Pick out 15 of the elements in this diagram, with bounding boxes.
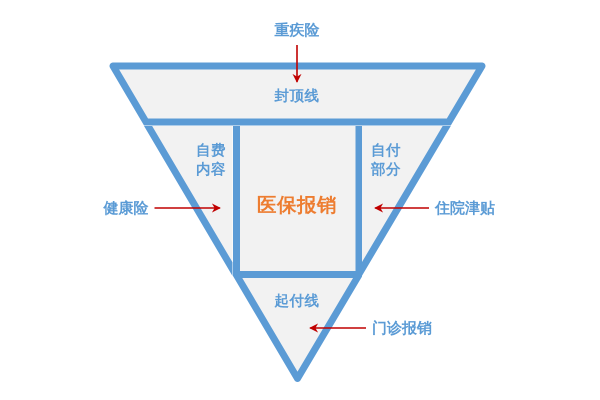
section-label: 医保报销 <box>257 192 337 218</box>
label-text: 住院津贴 <box>435 199 495 217</box>
arrow <box>292 45 302 83</box>
center-box <box>232 126 362 278</box>
section-label: 封顶线 <box>274 88 320 106</box>
arrow <box>154 204 221 212</box>
label-text: 健康险 <box>104 199 148 217</box>
section-label: 自费内容 <box>195 142 227 180</box>
bottom-triangle-section <box>232 278 362 385</box>
section-label: 自付部分 <box>370 142 402 180</box>
arrow <box>374 204 429 212</box>
label-text: 重疾险 <box>274 21 320 39</box>
section-label: 起付线 <box>274 292 320 312</box>
label-text: 门诊报销 <box>372 319 432 337</box>
arrow <box>309 324 366 332</box>
